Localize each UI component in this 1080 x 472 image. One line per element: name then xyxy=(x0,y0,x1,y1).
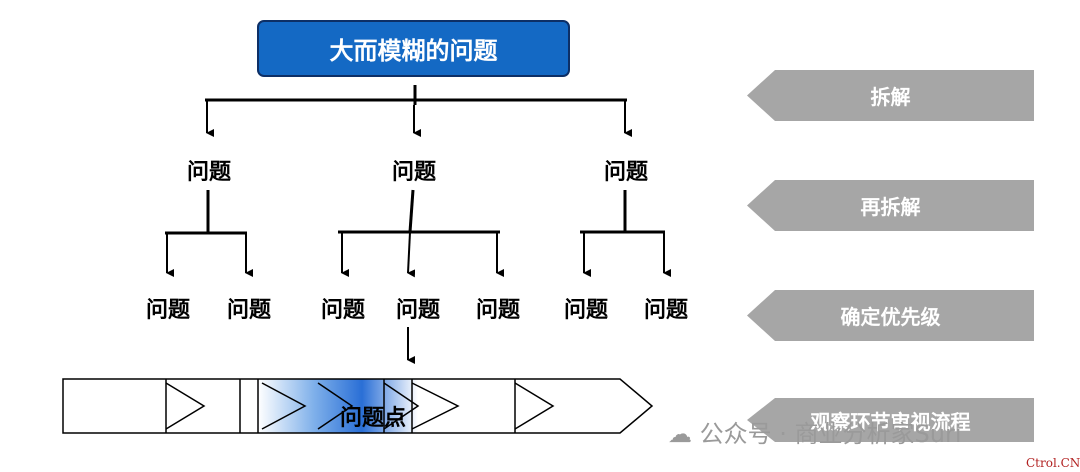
step-tag-3: 确定优先级 xyxy=(747,290,1034,341)
level2-node: 问题 xyxy=(321,298,366,323)
step-label: 确定优先级 xyxy=(840,305,941,329)
watermark-text: 公众号 · 商业分析家Suri xyxy=(699,420,962,448)
level2-node: 问题 xyxy=(396,298,441,323)
step-tag-1: 拆解 xyxy=(747,70,1034,121)
level2-node: 问题 xyxy=(644,298,689,323)
process-pipeline xyxy=(62,378,654,434)
level2-node: 问题 xyxy=(476,298,521,323)
corner-mark: Ctrol.CN xyxy=(1026,456,1080,470)
root-problem-box: 大而模糊的问题 xyxy=(257,20,570,77)
level2-node: 问题 xyxy=(146,298,191,323)
level1-node-left: 问题 xyxy=(187,160,232,185)
level1-node-right: 问题 xyxy=(604,160,649,185)
step-tag-4: 观察环节审视流程 xyxy=(747,398,1034,442)
step-tag-2: 再拆解 xyxy=(747,180,1034,231)
step-label: 拆解 xyxy=(870,85,911,109)
pipeline-label: 问题点 xyxy=(340,406,407,431)
level2-node: 问题 xyxy=(227,298,272,323)
root-problem-label: 大而模糊的问题 xyxy=(329,37,498,65)
watermark: ☁ 公众号 · 商业分析家Suri xyxy=(668,414,962,449)
wechat-icon: ☁ xyxy=(668,420,692,448)
step-label: 观察环节审视流程 xyxy=(810,409,971,434)
level2-node: 问题 xyxy=(564,298,609,323)
level1-node-middle: 问题 xyxy=(392,160,437,185)
step-label: 再拆解 xyxy=(860,195,921,219)
